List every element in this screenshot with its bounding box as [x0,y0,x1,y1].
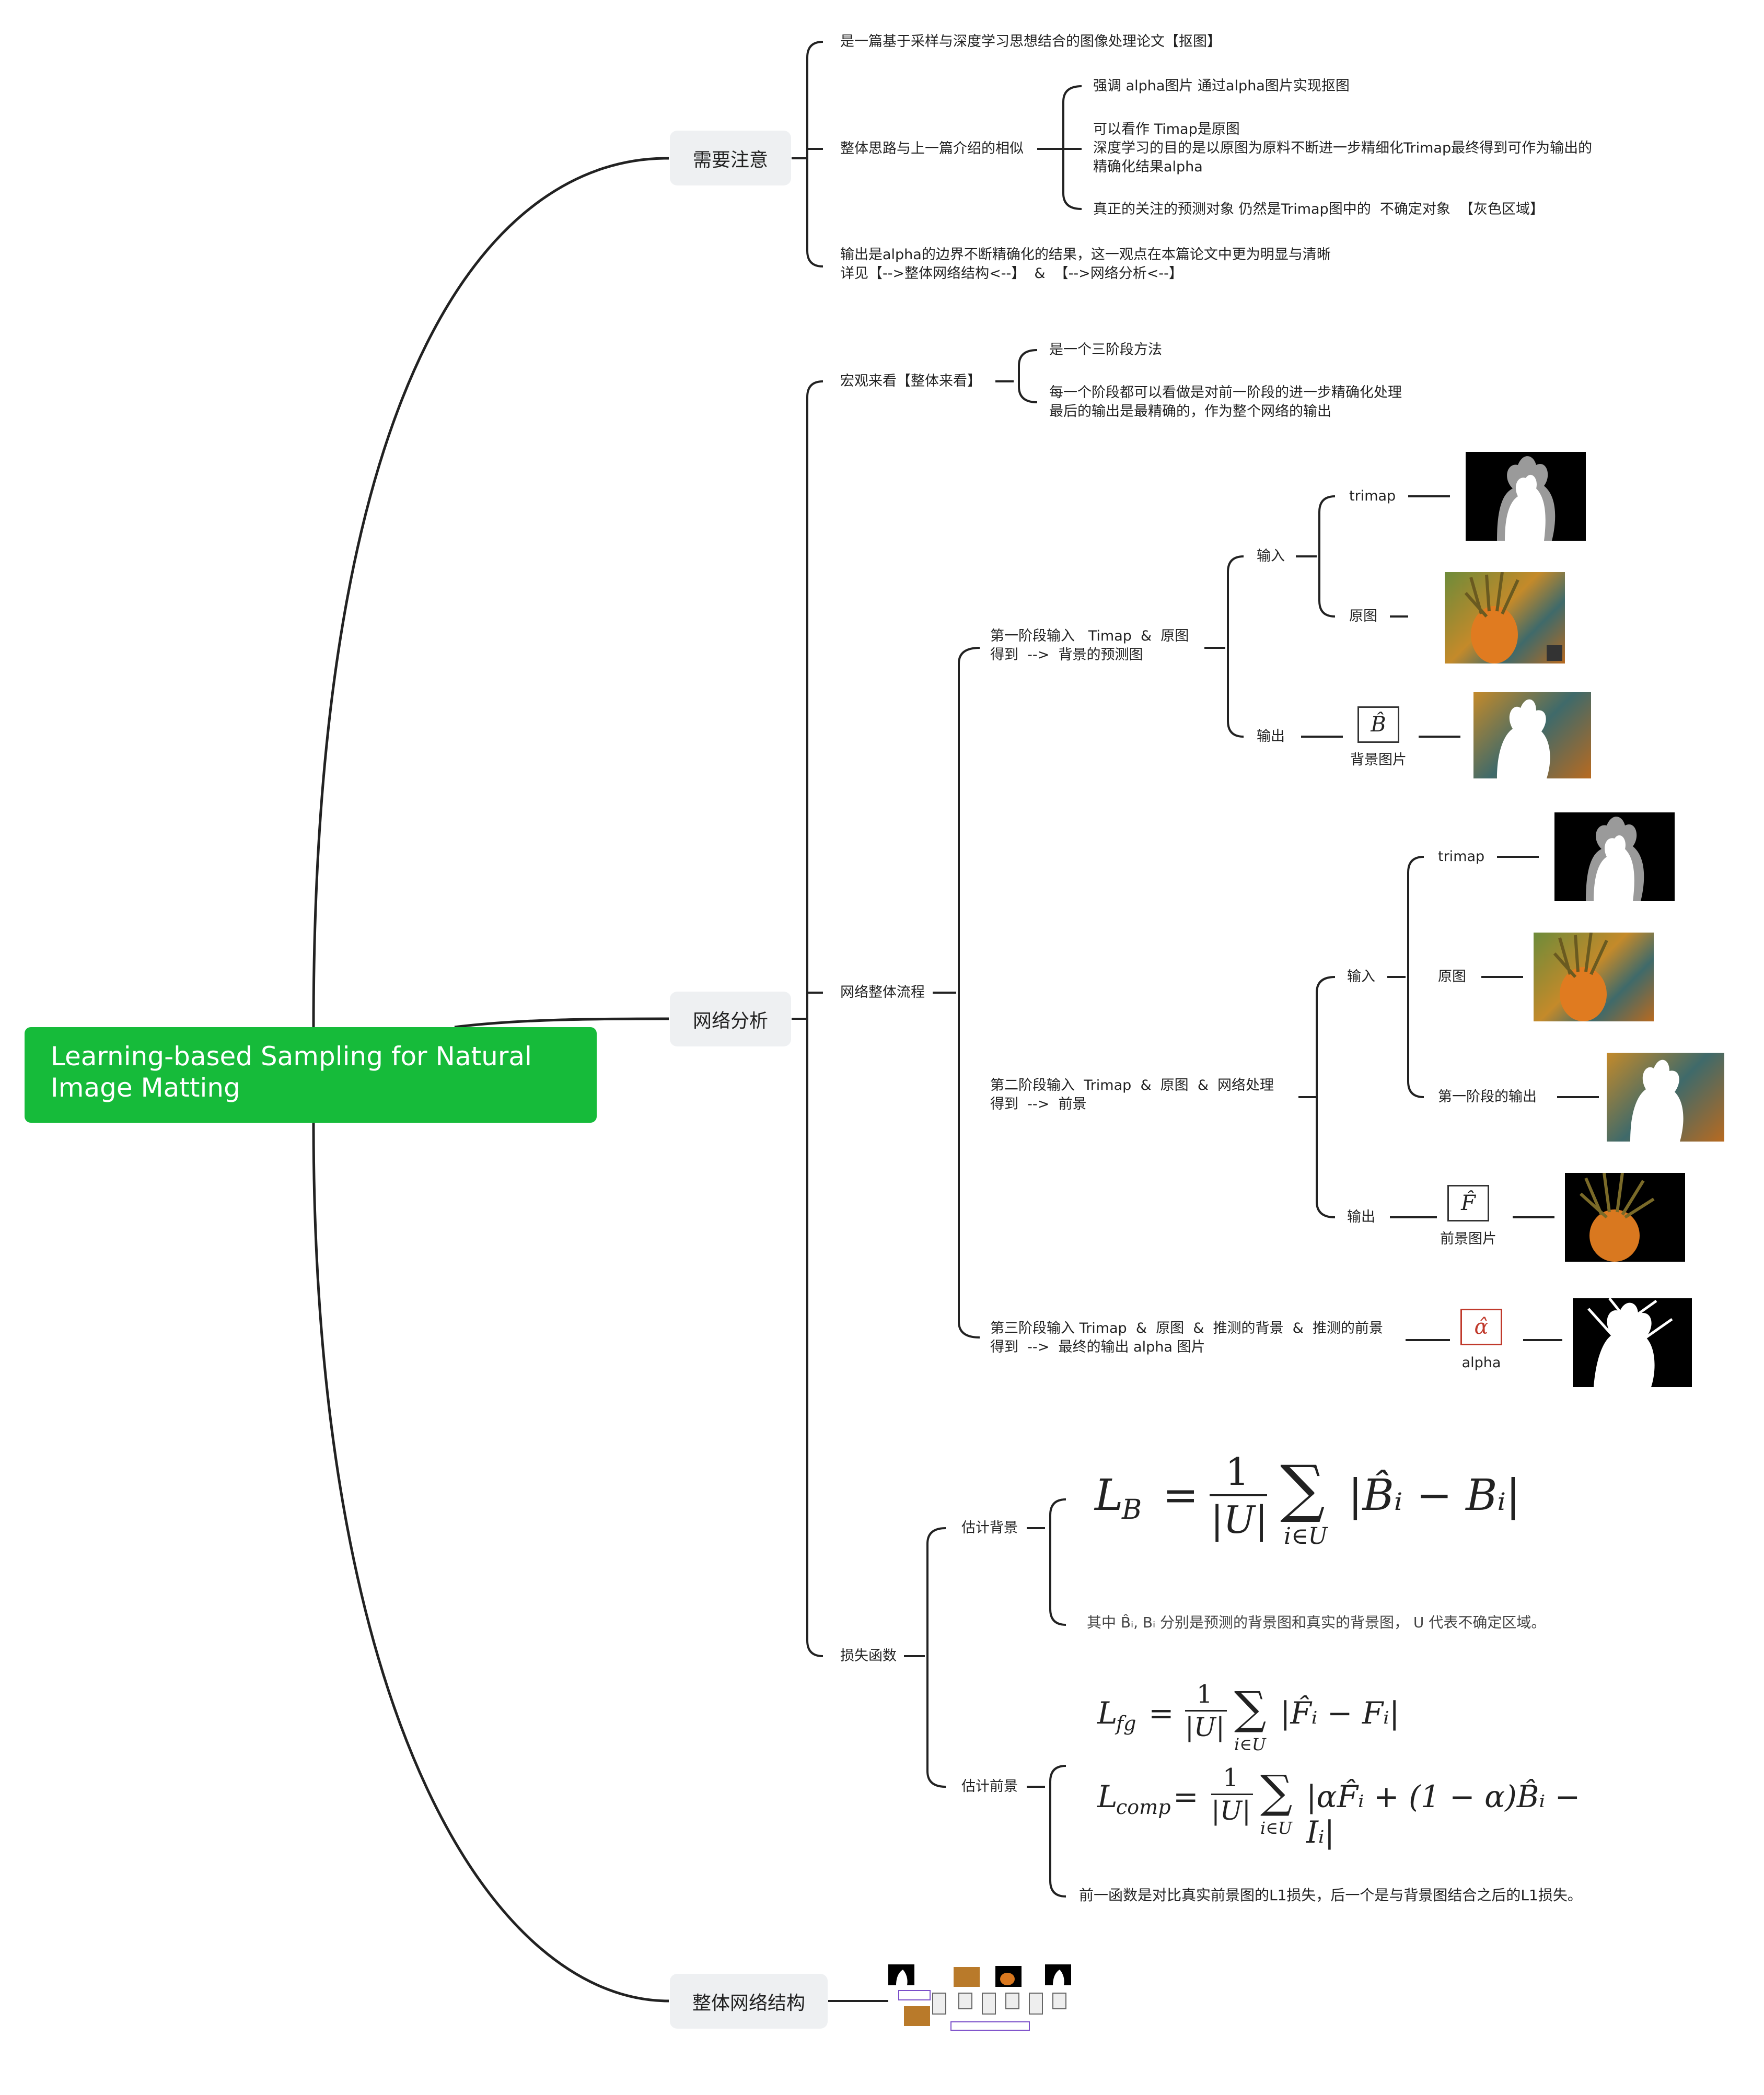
root-node[interactable]: Learning-based Sampling for Natural Imag… [25,1027,597,1123]
f2-sum-sub: i∈U [1260,1818,1292,1838]
f1-sum-sub: i∈U [1234,1735,1266,1754]
stage1-trimap-image [1466,452,1586,541]
macro-item-1: 是一个三阶段方法 [1049,342,1162,358]
node-notes[interactable]: 需要注意 [670,131,791,185]
f2-body: |αF̂ᵢ + (1 − α)B̂ᵢ − Iᵢ| [1306,1779,1581,1850]
loss-bg-label: 估计背景 [961,1520,1018,1536]
note-approach-sub-3: 真正的关注的预测对象 仍然是Trimap图中的 不确定对象 【灰色区域】 [1093,201,1545,217]
note-approach-sub-2: 可以看作 Timap是原图 深度学习的目的是以原图为原料不断进一步精细化Trim… [1093,121,1593,175]
stage1-input: 输入 [1257,548,1285,564]
loss-comp-formula: L comp = 1 |U| ∑ i∈U |αF̂ᵢ + (1 − α)B̂ᵢ … [1097,1763,1599,1850]
f1-den: |U| [1185,1712,1225,1742]
stage2-label: 第二阶段输入 Trimap & 原图 & 网络处理 得到 --> 前景 [990,1077,1274,1112]
stage2-trimap-image [1554,812,1675,901]
f1-body: |F̂ᵢ − Fᵢ| [1280,1695,1400,1731]
formula-body: |B̂ᵢ − Bᵢ| [1348,1471,1521,1520]
stage1-background-image [1473,692,1591,778]
stage2-input: 输入 [1347,969,1375,985]
network-structure-thumbnail[interactable] [888,1964,1076,2032]
node-structure[interactable]: 整体网络结构 [670,1974,828,2029]
note-output: 输出是alpha的边界不断精确化的结果，这一观点在本篇论文中更为明显与清晰 详见… [840,247,1331,282]
macro-label: 宏观来看【整体来看】 [840,373,981,389]
stage1-trimap: trimap [1349,488,1396,504]
note-approach: 整体思路与上一篇介绍的相似 [840,141,1024,157]
background-symbol: B̂ [1357,706,1399,743]
stage1-original: 原图 [1349,608,1377,624]
loss-fg-note: 前一函数是对比真实前景图的L1损失，后一个是与背景图结合之后的L1损失。 [1079,1887,1582,1904]
stage2-prev-image [1607,1053,1724,1142]
stage3-label: 第三阶段输入 Trimap & 原图 & 推测的背景 & 推测的前景 得到 --… [990,1320,1383,1355]
formula-lhs-sub: B [1122,1494,1142,1526]
node-analysis[interactable]: 网络分析 [670,992,791,1046]
alpha-caption: alpha [1461,1355,1501,1371]
stage2-trimap: trimap [1438,848,1485,865]
macro-item-2: 每一个阶段都可以看做是对前一阶段的进一步精确化处理 最后的输出是最精确的，作为整… [1049,385,1402,420]
stage3-alpha-image [1573,1298,1692,1387]
f1-num: 1 [1197,1680,1213,1709]
formula-den: |U| [1211,1498,1268,1542]
note-approach-sub-1: 强调 alpha图片 通过alpha图片实现抠图 [1093,78,1350,94]
f2-den: |U| [1211,1796,1251,1826]
foreground-symbol: F̂ [1447,1185,1489,1221]
f2-lhs: L [1097,1779,1118,1814]
stage1-label: 第一阶段输入 Timap & 原图 得到 --> 背景的预测图 [990,628,1189,663]
formula-num: 1 [1225,1450,1249,1494]
loss-bg-note: 其中 B̂ᵢ, Bᵢ 分别是预测的背景图和真实的背景图， U 代表不确定区域。 [1087,1614,1546,1631]
formula-sum-sub: i∈U [1284,1523,1328,1550]
stage2-original-image [1534,933,1654,1021]
foreground-caption: 前景图片 [1440,1231,1496,1247]
note-paper: 是一篇基于采样与深度学习思想结合的图像处理论文【抠图】 [840,33,1221,50]
stage1-original-image [1445,572,1565,664]
f1-lhs: L [1097,1695,1118,1731]
loss-bg-formula: L B = 1 |U| ∑ i∈U |B̂ᵢ − Bᵢ| [1095,1450,1521,1550]
stage2-prev: 第一阶段的输出 [1438,1089,1537,1105]
f1-lhs-sub: fg [1116,1712,1136,1735]
stage2-foreground-image [1565,1173,1685,1262]
f2-num: 1 [1223,1763,1239,1793]
flow-label: 网络整体流程 [840,984,925,1000]
loss-label: 损失函数 [840,1648,897,1664]
alpha-symbol: α̂ [1460,1309,1502,1345]
f2-lhs-sub: comp [1116,1796,1171,1819]
stage1-output: 输出 [1257,728,1285,744]
stage2-output: 输出 [1347,1209,1375,1225]
loss-fg-label: 估计前景 [961,1778,1018,1795]
stage2-original: 原图 [1438,969,1466,985]
formula-lhs: L [1095,1471,1123,1520]
loss-fg-formula: L fg = 1 |U| ∑ i∈U |F̂ᵢ − Fᵢ| [1097,1680,1400,1754]
background-caption: 背景图片 [1350,752,1407,768]
